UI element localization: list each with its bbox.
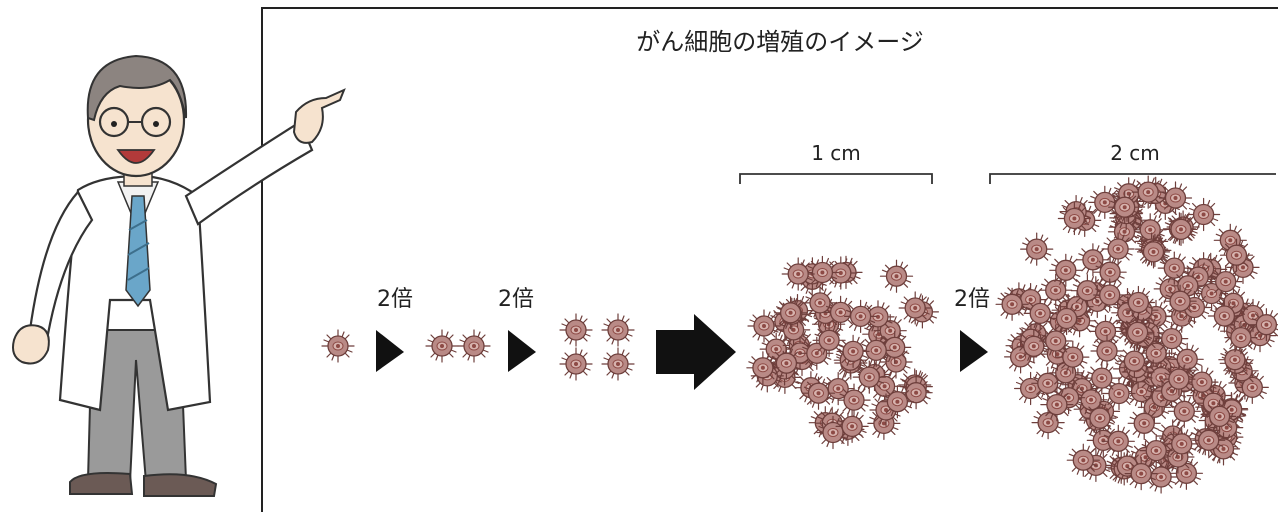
cancer-cell-icon [836,334,870,369]
cancer-cell-icon [1040,387,1074,422]
cancer-cell-icon [1117,344,1152,378]
cancer-cell-icon [1090,334,1124,368]
doubling-label-3: 2倍 [954,287,990,312]
cancer-cell-icon [1163,284,1197,318]
cancer-cell-icon [1083,401,1117,435]
cancer-cell-icon [1158,181,1193,215]
cancer-cell-icon [1162,362,1196,396]
cancer-cell-icon [773,296,808,330]
big-arrow-right-icon [656,314,736,390]
cancer-cell-icon [1127,406,1161,440]
cancer-cell-icon [747,309,781,343]
doctor-pointing-figure [12,54,346,497]
cancer-cell-icon [1108,190,1142,224]
cancer-cell-icon [1023,296,1057,331]
cancer-cell-icon [1202,399,1237,434]
cancer-cell-icon [1066,443,1100,477]
stage-1-cells [321,329,355,363]
size-bracket-2cm [989,173,1276,184]
cancer-cell-icon [781,257,815,291]
stage-4-cells [746,255,940,450]
cancer-cell-icon [843,299,878,334]
cancer-cell-icon [1020,232,1054,266]
cancer-cell-icon [1165,427,1199,461]
cancer-cell-icon [1218,343,1252,377]
cancer-cell-icon [1121,285,1156,320]
stage-3-cells [559,313,635,381]
cancer-cell-icon [801,376,836,410]
cancer-cell-icon [879,259,914,293]
arrow-right-icon [960,330,988,372]
stage-2-cells [425,329,491,363]
cancer-cell-icon [1057,201,1092,236]
doubling-label-1: 2倍 [377,287,413,312]
cancer-cell-icon [769,346,804,380]
size-bracket-1cm [739,173,933,184]
size-label-1cm: 1 cm [811,141,861,165]
cancer-cell-icon [1219,238,1254,272]
cancer-cell-icon [1207,299,1242,333]
cancer-cell-icon [1120,315,1155,349]
cancer-cell-icon [1139,433,1173,468]
cancer-cell-icon [1085,361,1119,395]
diagram-frame [261,7,1278,512]
cancer-cell-icon [898,291,932,325]
cancer-cell-icon [805,255,840,290]
cancer-cell-icon [1017,329,1051,363]
cancer-cell-icon [859,333,893,368]
cancer-cell-icon [1049,301,1084,336]
cancer-cell-icon [1131,175,1165,209]
cancer-cell-icon [1049,253,1083,287]
cancer-cell-icon [880,385,915,419]
cancer-cell-icon [1101,232,1135,266]
cancer-cell-icon [1093,278,1127,312]
cancer-cell-icon [837,383,871,417]
cancer-cell-icon [1101,424,1135,458]
cancer-cell-icon [1124,456,1158,491]
cancer-cell-icon [1224,320,1258,355]
cancer-cell-icon [1185,365,1219,399]
cancer-cell-icon [1136,235,1171,269]
cancer-cell-icon [835,409,869,444]
arrow-right-icon [376,330,404,372]
arrow-right-icon [508,330,536,372]
cancer-cell-icon [995,287,1029,321]
doubling-label-2: 2倍 [498,287,534,312]
cancer-cell-icon [1186,197,1221,232]
size-label-2cm: 2 cm [1110,141,1160,165]
stage-5-cells [995,175,1278,494]
diagram-title: がん細胞の増殖のイメージ [636,28,924,56]
cancer-cell-icon [1164,212,1198,247]
cancer-cell-icon [746,351,780,385]
